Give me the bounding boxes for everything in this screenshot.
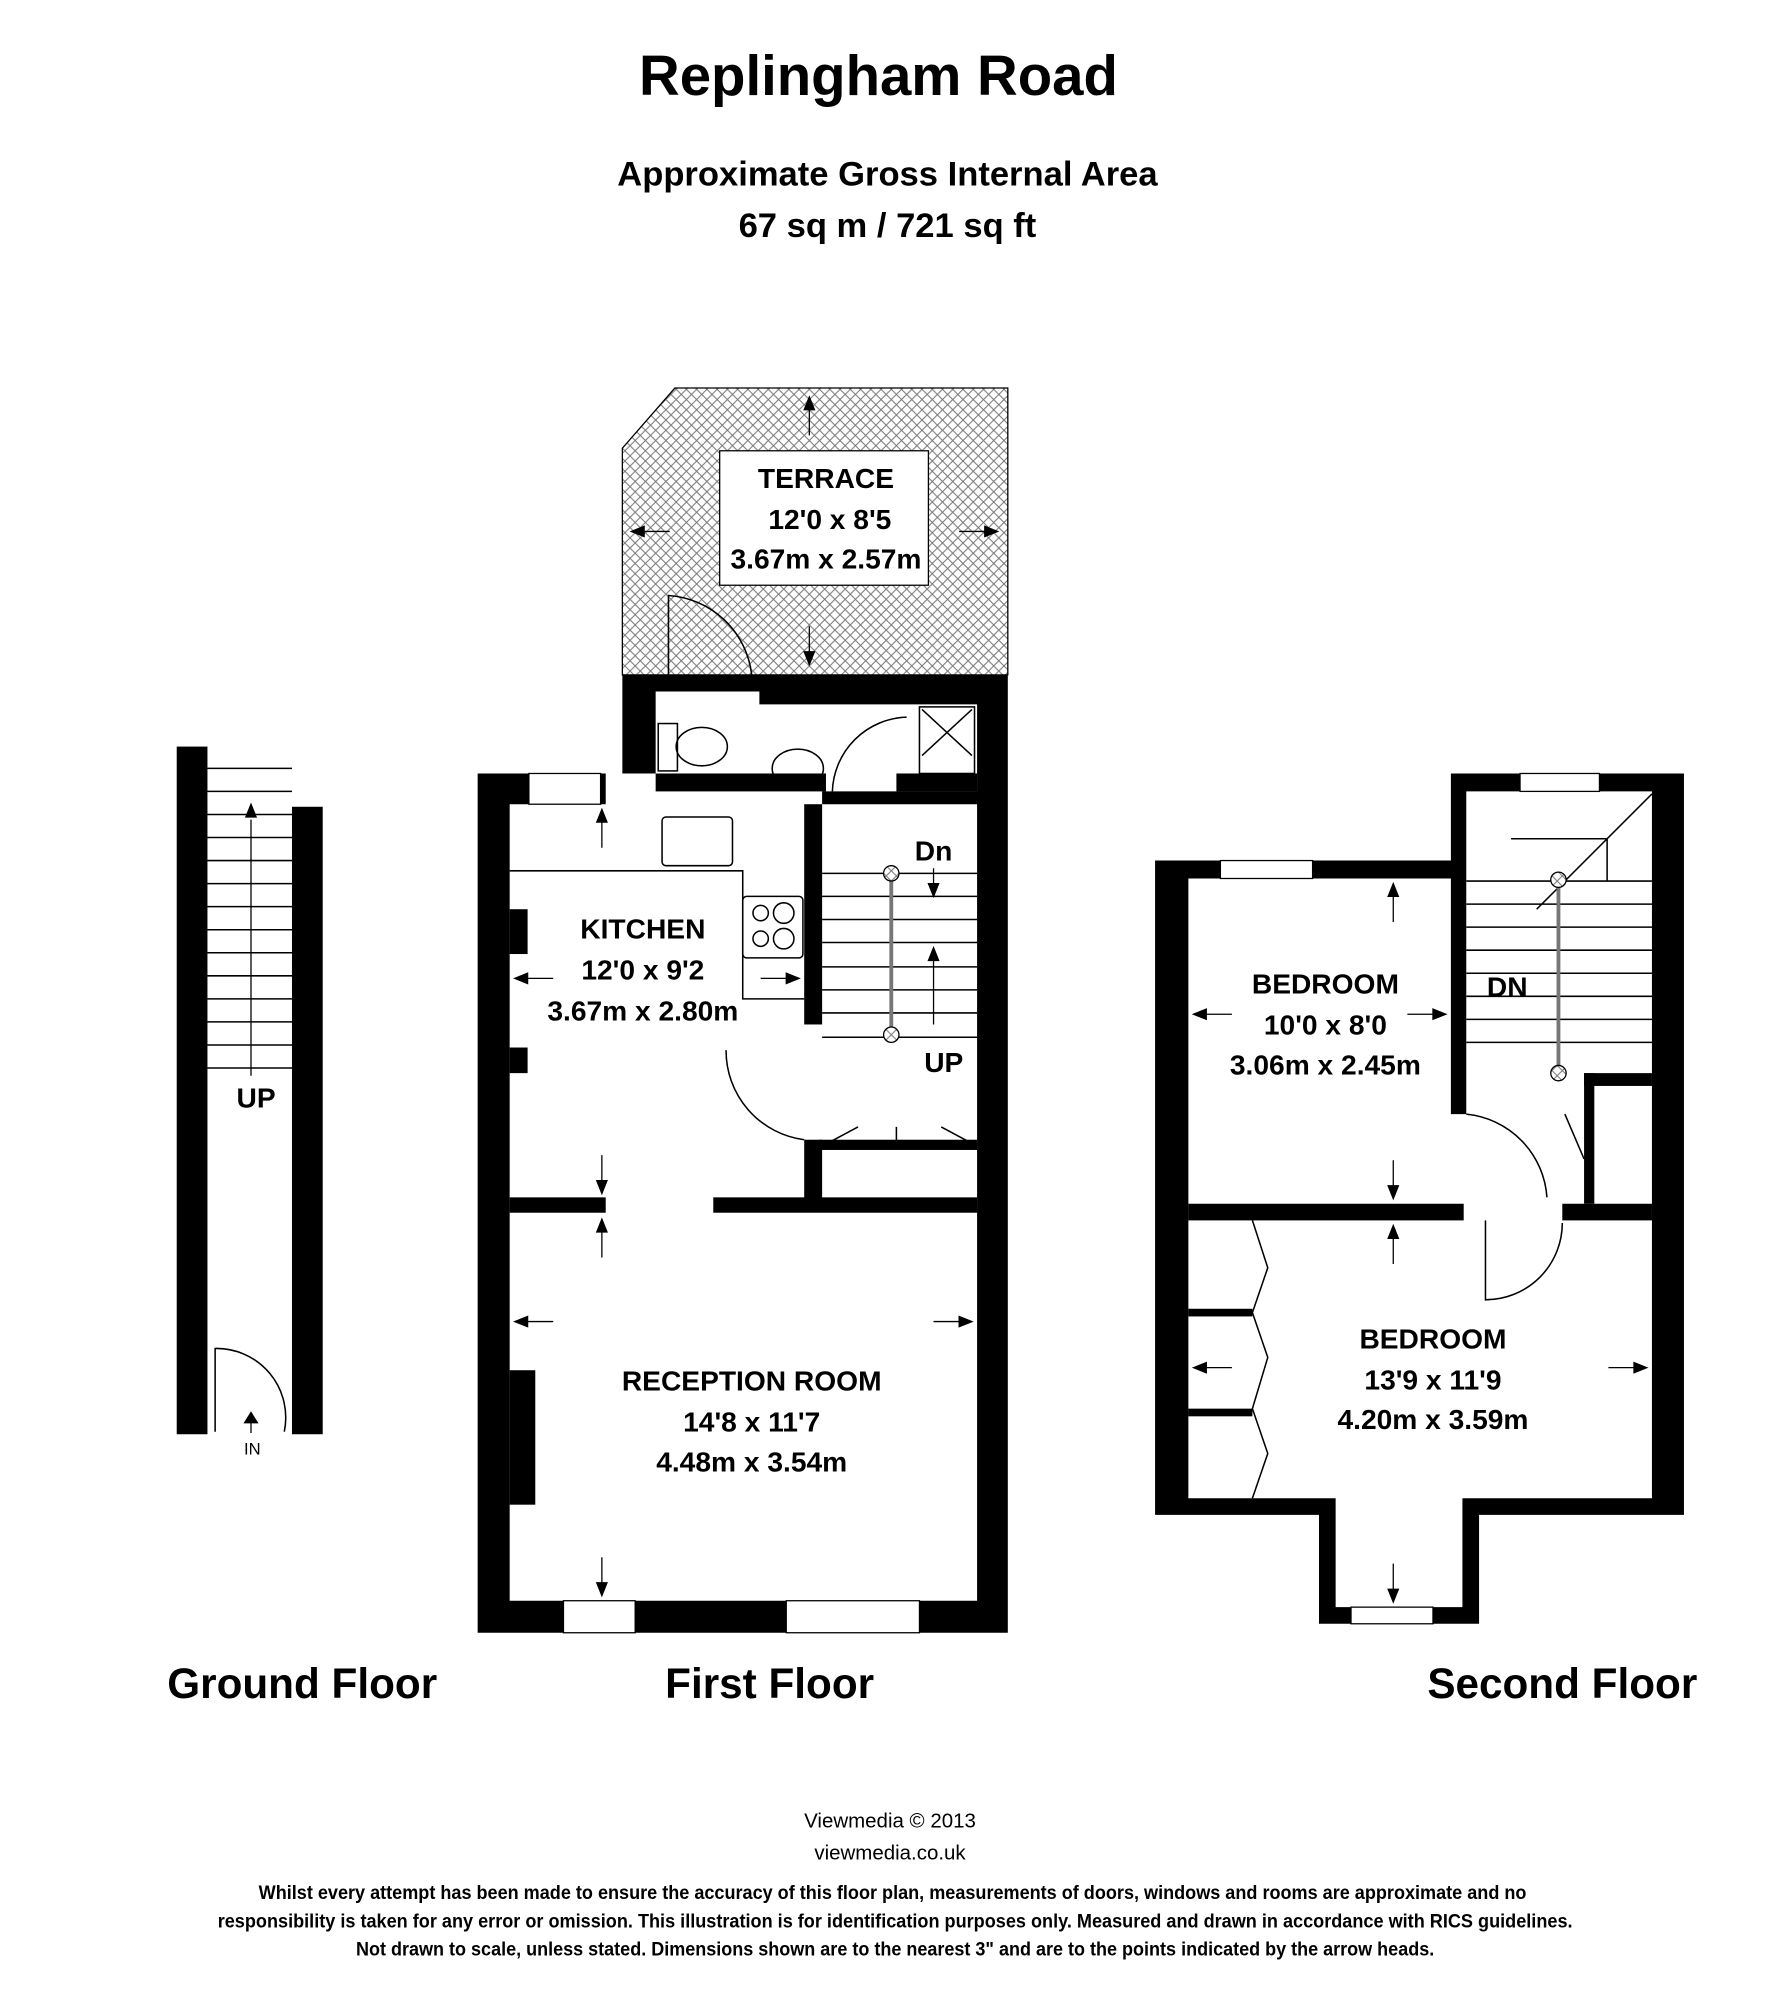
entrance-door bbox=[214, 1347, 287, 1432]
second-floor-label: Second Floor bbox=[1427, 1660, 1697, 1707]
disclaimer-line-3: Not drawn to scale, unless stated. Dimen… bbox=[356, 1939, 1434, 1960]
kitchen-name: KITCHEN bbox=[580, 913, 705, 945]
reception-metric: 4.48m x 3.54m bbox=[656, 1445, 847, 1477]
first-floor-label: First Floor bbox=[665, 1660, 874, 1707]
terrace-imperial: 12'0 x 8'5 bbox=[768, 503, 891, 535]
kitchen-imperial: 12'0 x 9'2 bbox=[581, 954, 704, 986]
copyright: Viewmedia © 2013 bbox=[804, 1809, 976, 1832]
plan-title: Replingham Road bbox=[639, 44, 1118, 107]
bedroom2-imperial: 13'9 x 11'9 bbox=[1364, 1363, 1501, 1395]
toilet bbox=[675, 726, 729, 767]
bedroom2-metric: 4.20m x 3.59m bbox=[1337, 1403, 1528, 1435]
area-value: 67 sq m / 721 sq ft bbox=[739, 207, 1037, 245]
entrance-arrow-icon bbox=[243, 1411, 259, 1433]
disclaimer-line-1: Whilst every attempt has been made to en… bbox=[259, 1883, 1527, 1904]
shower bbox=[918, 706, 976, 775]
stairs-up-label: UP bbox=[924, 1046, 963, 1078]
disclaimer-line-2: responsibility is taken for any error or… bbox=[218, 1911, 1573, 1932]
kitchen-sink bbox=[661, 816, 734, 867]
reception-imperial: 14'8 x 11'7 bbox=[683, 1406, 820, 1438]
entrance-in-label: IN bbox=[244, 1440, 261, 1459]
ground-up-label: UP bbox=[237, 1082, 276, 1114]
second-floor-plan: BEDROOM 10'0 x 8'0 3.06m x 2.45m DN BEDR… bbox=[1155, 772, 1697, 1707]
stairs-dn-label: Dn bbox=[915, 835, 953, 867]
hob bbox=[741, 895, 804, 959]
bedroom1-name: BEDROOM bbox=[1252, 968, 1399, 1000]
reception-name: RECEPTION ROOM bbox=[622, 1365, 882, 1397]
ground-floor-label: Ground Floor bbox=[167, 1660, 437, 1707]
second-stairs-dn-label: DN bbox=[1487, 970, 1528, 1002]
first-floor-plan: TERRACE 12'0 x 8'5 3.67m x 2.57m KITCHEN… bbox=[477, 387, 1009, 1707]
basin bbox=[771, 748, 825, 789]
bedroom2-name: BEDROOM bbox=[1359, 1322, 1506, 1354]
kitchen-metric: 3.67m x 2.80m bbox=[547, 995, 738, 1027]
terrace-metric: 3.67m x 2.57m bbox=[730, 543, 921, 575]
terrace-name: TERRACE bbox=[758, 462, 894, 494]
bedroom1-metric: 3.06m x 2.45m bbox=[1230, 1048, 1421, 1080]
area-label: Approximate Gross Internal Area bbox=[617, 156, 1158, 194]
website-link[interactable]: viewmedia.co.uk bbox=[814, 1841, 966, 1864]
ground-stairs bbox=[207, 767, 292, 1076]
bedroom1-imperial: 10'0 x 8'0 bbox=[1264, 1009, 1387, 1041]
ground-floor-plan: UP IN Ground Floor bbox=[167, 746, 437, 1707]
